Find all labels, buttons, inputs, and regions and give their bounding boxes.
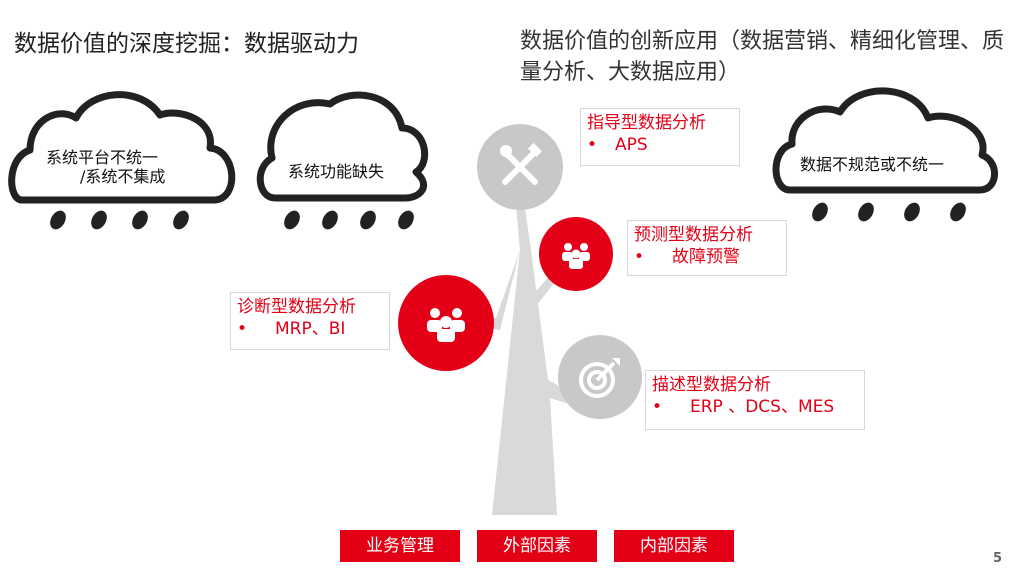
diagnostic-item: •MRP、BI <box>237 318 383 340</box>
predictive-item-text: 故障预警 <box>672 247 740 267</box>
root-external-factors: 外部因素 <box>477 530 597 562</box>
prescriptive-item: •APS <box>587 134 733 156</box>
prescriptive-item-text: APS <box>615 135 648 155</box>
team-icon <box>539 217 613 291</box>
bullet: • <box>237 318 275 340</box>
bullet: • <box>587 134 615 156</box>
team-icon <box>398 275 494 371</box>
prescriptive-analysis-box: 指导型数据分析 •APS <box>580 108 740 166</box>
cloud-1-text: 系统平台不统一 /系统不集成 <box>46 148 165 186</box>
diagnostic-item-text: MRP、BI <box>275 319 345 339</box>
predictive-title: 预测型数据分析 <box>634 224 780 246</box>
raindrop-icon <box>809 200 969 224</box>
root-internal-factors: 内部因素 <box>614 530 734 562</box>
descriptive-analysis-box: 描述型数据分析 •ERP 、DCS、MES <box>645 370 865 430</box>
target-icon <box>558 335 642 419</box>
descriptive-title: 描述型数据分析 <box>652 374 858 396</box>
page-number: 5 <box>993 551 1002 566</box>
bullet: • <box>634 246 672 268</box>
raindrop-icon <box>281 208 417 232</box>
root-business-management: 业务管理 <box>340 530 460 562</box>
predictive-analysis-box: 预测型数据分析 •故障预警 <box>627 220 787 276</box>
cloud-3-text: 数据不规范或不统一 <box>800 155 944 174</box>
tools-icon <box>477 124 563 210</box>
descriptive-item: •ERP 、DCS、MES <box>652 396 858 418</box>
cloud-1-line1: 系统平台不统一 <box>46 148 165 167</box>
bullet: • <box>652 396 690 418</box>
prescriptive-title: 指导型数据分析 <box>587 112 733 134</box>
diagnostic-analysis-box: 诊断型数据分析 •MRP、BI <box>230 292 390 350</box>
predictive-item: •故障预警 <box>634 246 780 268</box>
descriptive-item-text: ERP 、DCS、MES <box>690 397 834 417</box>
raindrop-icon <box>47 208 192 232</box>
cloud-2-text: 系统功能缺失 <box>288 162 384 181</box>
diagnostic-title: 诊断型数据分析 <box>237 296 383 318</box>
cloud-1-line2: /系统不集成 <box>46 167 165 186</box>
